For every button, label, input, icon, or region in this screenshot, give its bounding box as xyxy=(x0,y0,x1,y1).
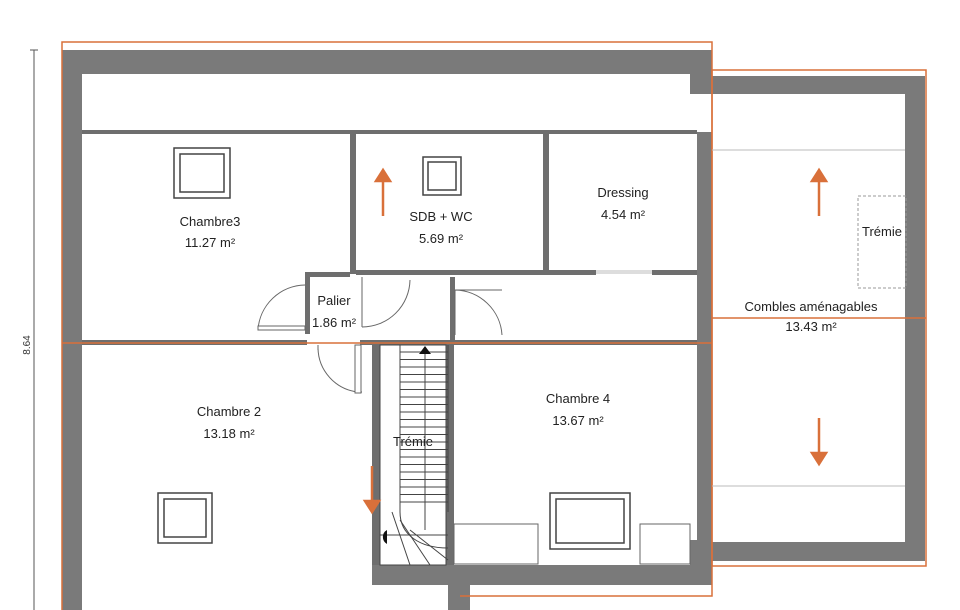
arrow-up-icon xyxy=(373,167,393,216)
arrow-down-icon xyxy=(362,466,382,515)
skylight-sdb xyxy=(422,156,462,196)
room-area-sdb: 5.69 m² xyxy=(419,231,464,246)
room-name-chambre2: Chambre 2 xyxy=(197,404,261,419)
combles-lines xyxy=(712,149,905,487)
room-name-palier: Palier xyxy=(317,293,351,308)
dimension-line: 8.64 xyxy=(22,49,38,610)
staircase xyxy=(379,344,449,566)
slope-arrows xyxy=(362,167,829,515)
closets xyxy=(453,523,691,565)
room-area-dressing: 4.54 m² xyxy=(601,207,646,222)
plan-outline xyxy=(61,41,927,610)
exterior-walls xyxy=(62,50,925,610)
room-area-palier: 1.86 m² xyxy=(312,315,357,330)
tremie-stair-label: Trémie xyxy=(393,434,433,449)
skylight-chambre3 xyxy=(173,147,231,199)
doors xyxy=(257,270,652,394)
room-name-combles: Combles aménagables xyxy=(745,299,878,314)
room-area-chambre4: 13.67 m² xyxy=(552,413,604,428)
dimension-label: 8.64 xyxy=(22,335,33,355)
arrow-up-icon xyxy=(809,167,829,216)
skylight-chambre2 xyxy=(157,492,213,544)
tremie-combles-outline xyxy=(857,195,907,289)
room-name-sdb: SDB + WC xyxy=(409,209,472,224)
skylight-chambre4 xyxy=(549,492,631,550)
tremie-combles-label: Trémie xyxy=(862,224,902,239)
room-area-combles: 13.43 m² xyxy=(785,319,837,334)
arrow-down-icon xyxy=(809,418,829,467)
room-name-dressing: Dressing xyxy=(597,185,648,200)
room-name-chambre4: Chambre 4 xyxy=(546,391,610,406)
room-name-chambre3: Chambre3 xyxy=(180,214,241,229)
room-area-chambre3: 11.27 m² xyxy=(185,235,236,250)
room-area-chambre2: 13.18 m² xyxy=(203,426,255,441)
